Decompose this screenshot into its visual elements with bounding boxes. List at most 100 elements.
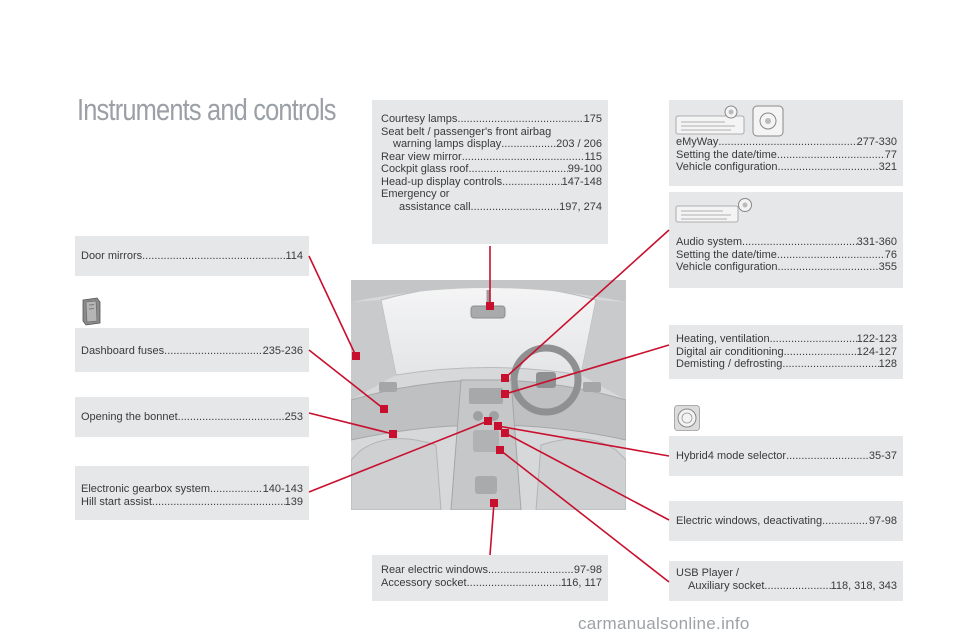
fuse-box-icon xyxy=(80,296,102,331)
row-label: warning lamps display xyxy=(393,138,502,150)
index-row: Setting the date/time77 xyxy=(676,149,897,162)
page-reference: 253 xyxy=(284,411,303,423)
audio-panel-icon xyxy=(675,196,755,230)
index-row: Opening the bonnet 253 xyxy=(81,411,303,424)
index-row: Rear electric windows 97-98 xyxy=(381,564,602,577)
page-reference: 76 xyxy=(884,248,897,261)
dashboard-illustration xyxy=(351,280,626,510)
leader-dots xyxy=(471,201,560,214)
page-reference: 147-148 xyxy=(561,175,602,188)
leader-dots xyxy=(786,450,869,463)
row-label: Audio system xyxy=(676,236,743,248)
page-reference: 118, 318, 343 xyxy=(830,579,897,592)
row-label: Courtesy lamps xyxy=(381,113,458,125)
leader-dots xyxy=(467,577,561,590)
leader-dots xyxy=(778,261,879,274)
leader-dots xyxy=(210,483,263,496)
index-row: Door mirrors114 xyxy=(81,250,303,263)
index-row: warning lamps display 203 / 206 xyxy=(381,138,602,151)
hybrid-selector-icon xyxy=(674,405,700,436)
row-label: Electronic gearbox system xyxy=(81,483,210,495)
index-row: Head-up display controls 147-148 xyxy=(381,176,602,189)
row-label: Hybrid4 mode selector xyxy=(676,450,787,462)
index-row: Hill start assist 139 xyxy=(81,496,303,509)
page-reference: 122-123 xyxy=(856,333,897,345)
leader-dots xyxy=(822,515,869,528)
leader-dots xyxy=(778,161,879,174)
index-row: assistance call 197, 274 xyxy=(381,201,602,214)
page-reference: 35-37 xyxy=(868,450,897,462)
page-reference: 331-360 xyxy=(856,236,897,248)
index-row: Accessory socket116, 117 xyxy=(381,577,602,590)
index-row: Auxiliary socket 118, 318, 343 xyxy=(676,580,897,593)
index-row: Rear view mirror 115 xyxy=(381,151,602,164)
index-row: Courtesy lamps 175 xyxy=(381,113,602,126)
page-reference: 114 xyxy=(285,250,303,262)
leader-dots xyxy=(784,346,857,359)
leader-dots xyxy=(501,138,556,151)
row-label: Digital air conditioning xyxy=(676,345,784,358)
row-label: Electric windows, deactivating xyxy=(676,515,823,527)
row-label: Dashboard fuses xyxy=(81,345,165,357)
leader-dots xyxy=(152,496,285,509)
row-label: Vehicle configuration xyxy=(676,161,778,173)
row-label: Hill start assist xyxy=(81,495,152,508)
row-label: Vehicle configuration xyxy=(676,261,778,273)
index-row: eMyWay 277-330 xyxy=(676,136,897,149)
page-reference: 97-98 xyxy=(868,515,897,527)
leader-dots xyxy=(457,113,583,126)
page-reference: 203 / 206 xyxy=(556,138,602,150)
leader-dots xyxy=(764,580,830,593)
index-row: Vehicle configuration 321 xyxy=(676,161,897,174)
leader-dots xyxy=(718,136,856,149)
leader-dots xyxy=(782,358,878,371)
door-mirrors-box: Door mirrors114 xyxy=(75,236,309,276)
index-row: Seat belt / passenger's front airbag xyxy=(381,125,552,138)
index-row: Setting the date/time 76 xyxy=(676,249,897,262)
leader-dots xyxy=(488,564,574,577)
row-label: Heating, ventilation xyxy=(676,333,770,345)
page-reference: 140-143 xyxy=(262,483,303,495)
index-row: Dashboard fuses 235-236 xyxy=(81,345,303,358)
page-reference: 116, 117 xyxy=(560,576,602,589)
row-label: Auxiliary socket xyxy=(688,579,765,592)
leader-dots xyxy=(462,151,585,164)
page-reference: 175 xyxy=(583,113,602,125)
page-reference: 97-98 xyxy=(573,564,602,576)
row-label: eMyWay xyxy=(676,136,719,148)
leader-dots xyxy=(142,250,285,263)
page-reference: 197, 274 xyxy=(559,200,602,213)
row-label: Rear electric windows xyxy=(381,564,488,576)
usb-player-box: USB Player /Auxiliary socket 118, 318, 3… xyxy=(669,561,903,601)
index-row: Emergency or xyxy=(381,188,450,200)
page-reference: 321 xyxy=(878,161,897,173)
index-row: Audio system 331-360 xyxy=(676,236,897,249)
page-reference: 277-330 xyxy=(856,136,897,148)
leader-dots xyxy=(770,333,857,346)
index-row: USB Player / xyxy=(676,567,739,579)
index-row: Cockpit glass roof 99-100 xyxy=(381,163,602,176)
bonnet-box: Opening the bonnet 253 xyxy=(75,397,309,437)
leader-dots xyxy=(164,345,262,358)
page-reference: 99-100 xyxy=(567,163,602,175)
row-label: Head-up display controls xyxy=(381,175,503,188)
row-label: Setting the date/time xyxy=(676,248,777,261)
leader-dots xyxy=(502,176,562,189)
page-reference: 115 xyxy=(584,150,602,163)
row-label: Opening the bonnet xyxy=(81,411,178,423)
page-reference: 77 xyxy=(884,148,897,161)
electric-windows-box: Electric windows, deactivating 97-98 xyxy=(669,501,903,541)
index-row: Demisting / defrosting128 xyxy=(676,358,897,371)
index-row: Hybrid4 mode selector 35-37 xyxy=(676,450,897,463)
hybrid-mode-box: Hybrid4 mode selector 35-37 xyxy=(669,436,903,476)
leader-dots xyxy=(742,236,857,249)
page-title: Instruments and controls xyxy=(77,92,336,127)
page-reference: 235-236 xyxy=(262,345,303,357)
